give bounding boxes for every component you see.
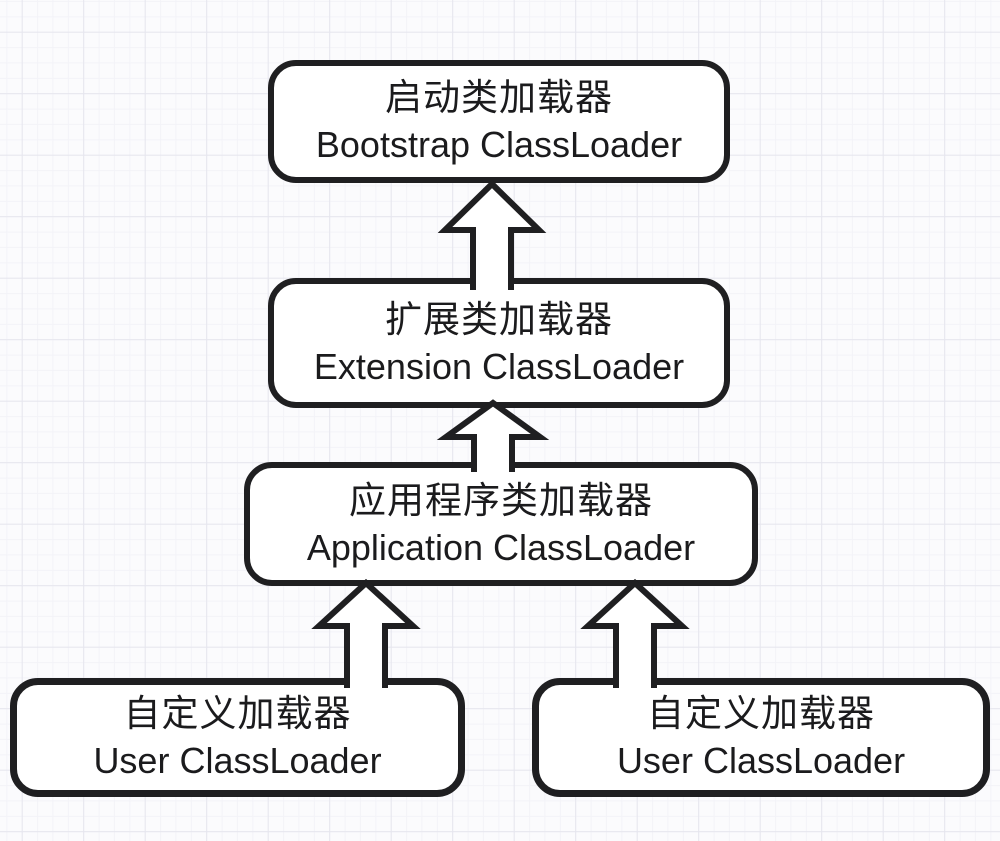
extension-label-en: Extension ClassLoader: [313, 345, 685, 387]
node-user-classloader-right: 自定义加载器 User ClassLoader: [532, 678, 990, 797]
up-arrow-user-left-to-application: [311, 578, 421, 688]
user-left-label-zh: 自定义加载器: [123, 693, 352, 735]
user-right-label-en: User ClassLoader: [616, 740, 906, 782]
node-bootstrap-classloader: 启动类加载器 Bootstrap ClassLoader: [268, 60, 730, 183]
user-left-label-en: User ClassLoader: [93, 740, 382, 782]
user-right-label-zh: 自定义加载器: [647, 693, 875, 735]
up-arrow-extension-to-bootstrap: [437, 179, 547, 290]
up-arrow-application-to-extension: [436, 399, 550, 472]
bootstrap-label-zh: 启动类加载器: [385, 77, 613, 119]
node-user-classloader-left: 自定义加载器 User ClassLoader: [10, 678, 465, 797]
node-extension-classloader: 扩展类加载器 Extension ClassLoader: [268, 278, 730, 408]
application-label-en: Application ClassLoader: [306, 526, 696, 568]
node-application-classloader: 应用程序类加载器 Application ClassLoader: [244, 462, 758, 586]
up-arrow-user-right-to-application: [580, 578, 690, 688]
extension-label-zh: 扩展类加载器: [385, 298, 613, 340]
application-label-zh: 应用程序类加载器: [349, 479, 653, 521]
bootstrap-label-en: Bootstrap ClassLoader: [315, 124, 683, 166]
